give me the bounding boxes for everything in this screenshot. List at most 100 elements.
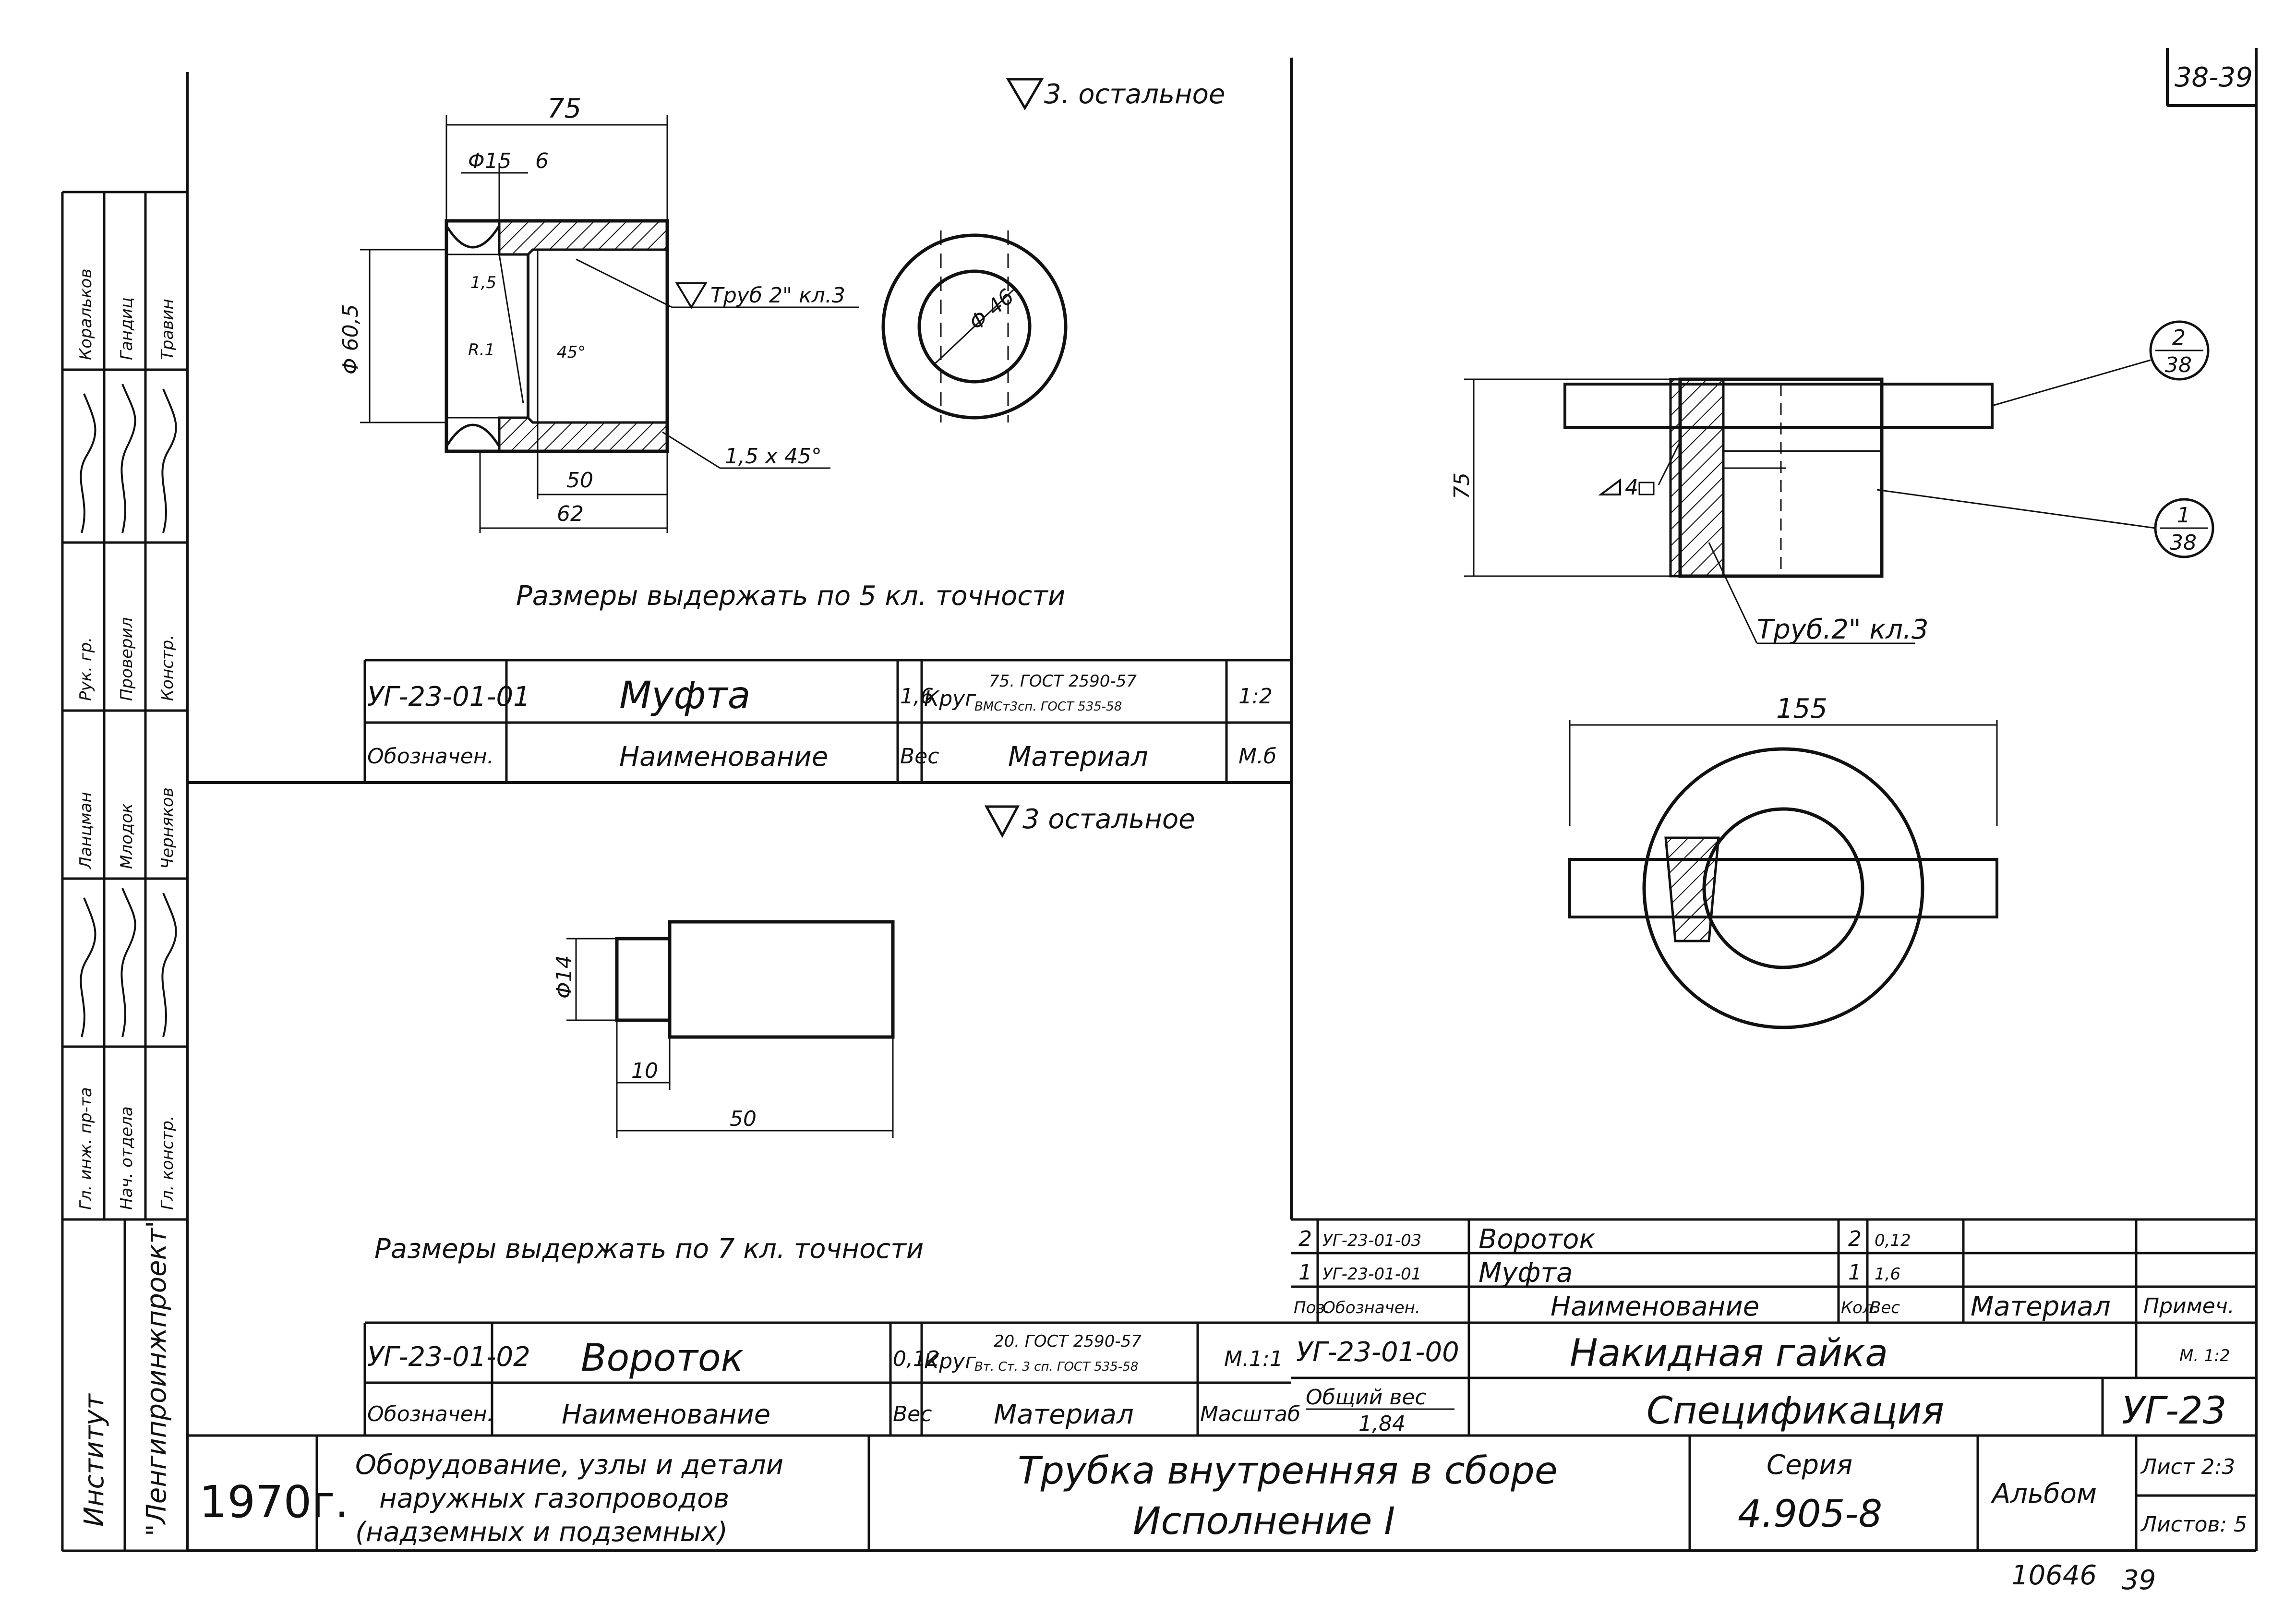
institute-line2: "Ленгипроинжпроект" xyxy=(141,1216,172,1536)
dim-10: 10 xyxy=(631,1059,658,1083)
subject-line2: наружных газопроводов xyxy=(379,1483,729,1514)
spec-r2-code: УГ-23-01-01 xyxy=(1322,1265,1421,1284)
page-number: 39 xyxy=(2122,1565,2156,1596)
t1-code: УГ-23-01-01 xyxy=(367,681,530,712)
svg-text:3. остальное: 3. остальное xyxy=(1044,79,1225,110)
coupling-note: Размеры выдержать по 5 кл. точности xyxy=(516,580,1065,612)
name-6: Черняков xyxy=(158,787,177,869)
year: 1970г. xyxy=(199,1476,349,1528)
dim-lever-50: 50 xyxy=(730,1107,757,1131)
t1-h-weight: Вес xyxy=(900,744,939,769)
dim-asm-75: 75 xyxy=(1450,472,1474,499)
role-chief-designer: Гл. констр. xyxy=(158,1115,177,1210)
t2-material-c: Вт. Ст. 3 сп. ГОСТ 535-58 xyxy=(974,1360,1138,1374)
dim-asm-155: 155 xyxy=(1776,693,1827,724)
dim-f15: 1,5 xyxy=(470,273,496,292)
surface-mark-mid: 3 остальное xyxy=(984,804,1195,838)
spec-r2-weight: 1,6 xyxy=(1875,1265,1900,1284)
dim-6: 6 xyxy=(535,149,549,173)
album-label: Альбом xyxy=(1991,1478,2097,1509)
spec-r1-weight: 0,12 xyxy=(1875,1231,1911,1250)
lever-dimensions xyxy=(566,938,894,1138)
series-label: Серия xyxy=(1767,1449,1852,1481)
t1-h-name: Наименование xyxy=(619,741,828,772)
title-block xyxy=(187,1434,2256,1551)
t2-h-name: Наименование xyxy=(562,1399,770,1430)
dim-phi15: Φ15 xyxy=(468,149,512,173)
total-weight-label: Общий вес xyxy=(1306,1385,1427,1410)
name-4: Ланцман xyxy=(76,792,96,870)
role-group-lead: Рук. гр. xyxy=(76,637,96,701)
sheet-frame xyxy=(186,48,2258,1552)
spec-r2-name: Муфта xyxy=(1479,1257,1573,1289)
lever-note: Размеры выдержать по 7 кл. точности xyxy=(374,1233,924,1265)
doc-code: УГ-23 xyxy=(2122,1389,2226,1433)
surface-mark-5 xyxy=(675,282,708,309)
t2-material-b: 20. ГОСТ 2590-57 xyxy=(994,1332,1142,1351)
spec-h-note: Примеч. xyxy=(2143,1294,2235,1318)
spec-r1-pos: 2 xyxy=(1298,1227,1312,1251)
t1-weight: 1,6 xyxy=(900,684,934,709)
spec-label: Спецификация xyxy=(1647,1389,1944,1433)
drawing-title-line2: Исполнение I xyxy=(1133,1500,1395,1543)
drawing-title-line1: Трубка внутренняя в сборе xyxy=(1018,1449,1558,1493)
spec-r1-name: Вороток xyxy=(1479,1224,1595,1255)
weld-square-icon xyxy=(1638,482,1655,495)
svg-text:38: 38 xyxy=(2170,531,2197,555)
role-designer: Констр. xyxy=(158,635,177,701)
sheet-ref: 38-39 xyxy=(2175,62,2253,93)
side-stamp xyxy=(61,191,187,1552)
t2-code: УГ-23-01-02 xyxy=(367,1341,530,1373)
dim-45: 45° xyxy=(557,343,586,362)
t1-h-material: Материал xyxy=(1008,741,1148,772)
coupling-dimensions xyxy=(360,115,859,533)
spec-r2-qty: 1 xyxy=(1848,1260,1862,1285)
t1-material-c: ВМСт3сп. ГОСТ 535-58 xyxy=(974,700,1122,714)
t1-h-scale: М.б xyxy=(1238,744,1276,769)
dim-75: 75 xyxy=(547,93,581,124)
signatures xyxy=(80,384,177,1038)
dim-50: 50 xyxy=(566,468,593,493)
dim-r1: R.1 xyxy=(468,340,495,360)
spec-r2-pos: 1 xyxy=(1298,1260,1312,1285)
lever-view xyxy=(615,920,895,1039)
t1-name: Муфта xyxy=(619,674,750,717)
t1-scale: 1:2 xyxy=(1238,684,1273,709)
t2-h-scale: Масштаб xyxy=(1200,1402,1300,1426)
spec-h-code: Обозначен. xyxy=(1322,1298,1420,1317)
assembly-name: Накидная гайка xyxy=(1570,1332,1888,1375)
svg-text:1: 1 xyxy=(2177,503,2190,528)
dim-62: 62 xyxy=(557,502,584,526)
t1-material-a: Круг xyxy=(924,687,976,711)
t2-material-a: Круг xyxy=(924,1349,976,1374)
t2-h-weight: Вес xyxy=(893,1402,932,1426)
name-3: Травин xyxy=(158,299,177,360)
spec-h-name: Наименование xyxy=(1551,1291,1759,1322)
weld-mark xyxy=(1598,478,1621,495)
total-weight: 1,84 xyxy=(1358,1412,1406,1436)
role-checker: Проверил xyxy=(117,617,136,701)
assembly-code: УГ-23-01-00 xyxy=(1296,1337,1459,1368)
t2-scale: М.1:1 xyxy=(1224,1347,1283,1371)
series-number: 4.905-8 xyxy=(1738,1493,1882,1536)
dim-chamfer: 1,5 x 45° xyxy=(725,444,822,469)
dim-phi14: Φ14 xyxy=(552,955,577,999)
name-1: Коральков xyxy=(76,268,96,360)
subject-line3: (надземных и подземных) xyxy=(355,1517,728,1548)
name-5: Млодок xyxy=(117,803,136,869)
t1-h-code: Обозначен. xyxy=(367,744,494,769)
t1-material-b: 75. ГОСТ 2590-57 xyxy=(989,672,1137,691)
role-dept-head: Нач. отдела xyxy=(117,1106,136,1210)
weld-size: 4 xyxy=(1625,475,1638,500)
spec-r1-code: УГ-23-01-03 xyxy=(1322,1231,1421,1250)
institute-line1: Институт xyxy=(79,1393,110,1527)
coupling-thread: Труб 2" кл.3 xyxy=(710,283,845,308)
table-lever xyxy=(363,1321,1291,1436)
spec-h-pos: Поз. xyxy=(1294,1298,1330,1317)
assembly-top-view xyxy=(1568,747,1998,1029)
svg-text:38: 38 xyxy=(2165,353,2192,377)
callout-2: 2 38 xyxy=(2149,320,2210,381)
spec-h-qty: Кол. xyxy=(1841,1298,1878,1317)
callout-1: 1 38 xyxy=(2154,498,2214,558)
